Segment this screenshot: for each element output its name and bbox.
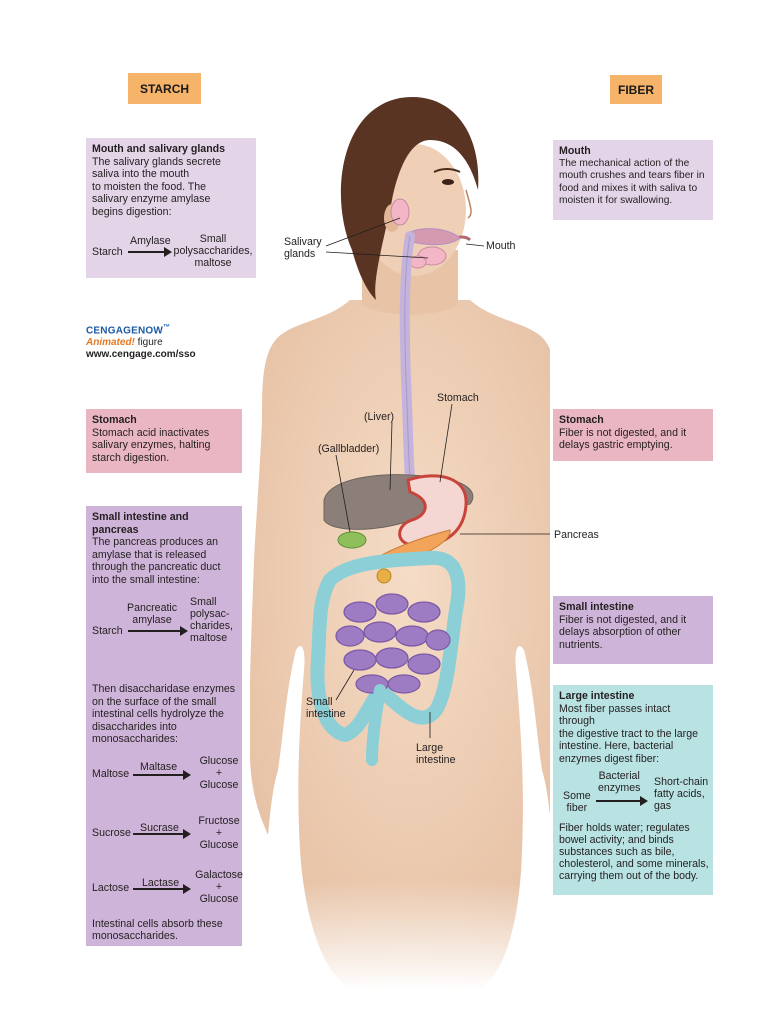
- small-intestine-coils: [335, 593, 451, 694]
- label-liver: (Liver): [364, 411, 395, 423]
- label-large-intestine: Large intestine: [416, 742, 456, 766]
- starch-si-text2-wrap: Then disaccharidase enzymes on the surfa…: [86, 678, 242, 751]
- eye: [442, 179, 454, 185]
- fiber-header: FIBER: [610, 75, 662, 104]
- fiber-mouth-panel: Mouth The mechanical action of the mouth…: [553, 140, 713, 220]
- sucrase-arrow: [133, 829, 191, 839]
- starch-si-enzyme: Pancreatic amylase: [127, 602, 178, 626]
- cengage-line1: CENGAGENOW: [86, 325, 163, 337]
- fiber-mouth-title: Mouth: [559, 145, 591, 157]
- maltose-p2: Glucose: [199, 779, 239, 791]
- sucrose-p2: Glucose: [199, 839, 239, 851]
- fiber-stomach-text: Fiber is not digested, and it delays gas…: [559, 426, 687, 452]
- label-small-intestine: Small intestine: [306, 696, 346, 720]
- maltose-substrate: Maltose: [92, 768, 130, 780]
- lactose-product: Galactose + Glucose: [192, 869, 246, 905]
- starch-small-intestine-panel: Small intestine and pancreas The pancrea…: [86, 506, 242, 946]
- salivary-gland-parotid: [390, 198, 410, 226]
- starch-mouth-product: Small polysaccharides, maltose: [173, 233, 253, 269]
- label-salivary-glands: Salivary glands: [284, 236, 322, 260]
- duodenum-spot: [376, 568, 392, 584]
- sucrose-plus: +: [215, 827, 223, 839]
- hair: [340, 96, 479, 300]
- gallbladder: [337, 531, 367, 549]
- fiber-large-intestine-panel: Large intestine Most fiber passes intact…: [553, 685, 713, 895]
- sucrose-substrate: Sucrose: [92, 827, 131, 839]
- digestive-system-figure: [250, 96, 550, 990]
- starch-stomach-title: Stomach: [92, 414, 137, 426]
- fiber-si-text: Fiber is not digested, and it delays abs…: [559, 613, 687, 651]
- large-intestine: [310, 550, 466, 742]
- fiber-li-text: Most fiber passes intact through the dig…: [559, 702, 698, 765]
- fiber-li-enzyme: Bacterial enzymes: [598, 770, 641, 794]
- sucrose-p1: Fructose: [198, 815, 240, 827]
- starch-si-substrate: Starch: [92, 625, 123, 637]
- lactose-plus: +: [215, 881, 223, 893]
- nose: [465, 189, 472, 219]
- oral-cavity: [409, 228, 461, 246]
- starch-si-product: Small polysac- charides, maltose: [190, 596, 233, 644]
- maltase-arrow: [133, 770, 191, 780]
- fiber-li-arrow: [596, 796, 648, 806]
- starch-mouth-enzyme: Amylase: [130, 235, 171, 247]
- fiber-li-text2: Fiber holds water; regulates bowel activ…: [559, 822, 709, 882]
- maltose-plus: +: [215, 767, 223, 779]
- maltose-p1: Glucose: [199, 755, 239, 767]
- fiber-si-title: Small intestine: [559, 601, 634, 613]
- fiber-li-title: Large intestine: [559, 690, 635, 702]
- label-stomach: Stomach: [437, 392, 479, 404]
- cengage-badge[interactable]: CENGAGENOW™ Animated! figure www.cengage…: [86, 322, 196, 361]
- rectum: [366, 684, 386, 766]
- fiber-mouth-text: The mechanical action of the mouth crush…: [559, 157, 705, 207]
- starch-mouth-text: The salivary glands secrete saliva into …: [92, 155, 221, 218]
- maltose-product: Glucose + Glucose: [196, 755, 242, 791]
- starch-stomach-text: Stomach acid inactivates salivary enzyme…: [92, 426, 211, 464]
- cengage-tm: ™: [163, 324, 171, 331]
- eyebrow: [433, 168, 461, 173]
- lactose-p1: Galactose: [195, 869, 243, 881]
- fiber-li-substrate: Some fiber: [563, 790, 591, 814]
- starch-mouth-substrate: Starch: [92, 246, 123, 258]
- starch-si-text: The pancreas produces an amylase that is…: [92, 536, 221, 586]
- starch-mouth-arrow: [128, 247, 172, 257]
- cengage-url[interactable]: www.cengage.com/sso: [86, 349, 196, 361]
- fiber-small-intestine-panel: Small intestine Fiber is not digested, a…: [553, 596, 713, 664]
- sucrose-product: Fructose + Glucose: [194, 815, 244, 851]
- cengage-figure: figure: [134, 337, 163, 349]
- cengage-animated: Animated!: [86, 337, 135, 349]
- starch-mouth-title: Mouth and salivary glands: [92, 143, 226, 155]
- starch-si-text3: Intestinal cells absorb these monosaccha…: [92, 918, 223, 942]
- label-gallbladder: (Gallbladder): [318, 443, 380, 455]
- fiber-stomach-panel: Stomach Fiber is not digested, and it de…: [553, 409, 713, 461]
- body-silhouette: [250, 300, 550, 990]
- lactase-enzyme: Lactase: [142, 877, 180, 889]
- label-pancreas: Pancreas: [554, 529, 599, 541]
- lactose-p2: Glucose: [199, 893, 239, 905]
- fiber-li-product: Short-chain fatty acids, gas: [654, 776, 709, 812]
- starch-si-arrow: [128, 626, 188, 636]
- starch-si-text2: Then disaccharidase enzymes on the surfa…: [92, 683, 236, 746]
- sucrase-enzyme: Sucrase: [140, 822, 179, 834]
- maltase-enzyme: Maltase: [140, 761, 178, 773]
- starch-header: STARCH: [128, 73, 201, 104]
- lactose-substrate: Lactose: [92, 882, 130, 894]
- starch-si-title: Small intestine and pancreas: [92, 511, 189, 536]
- fiber-stomach-title: Stomach: [559, 414, 604, 426]
- lactase-arrow: [133, 884, 191, 894]
- label-mouth: Mouth: [486, 240, 516, 252]
- starch-stomach-panel: Stomach Stomach acid inactivates salivar…: [86, 409, 242, 473]
